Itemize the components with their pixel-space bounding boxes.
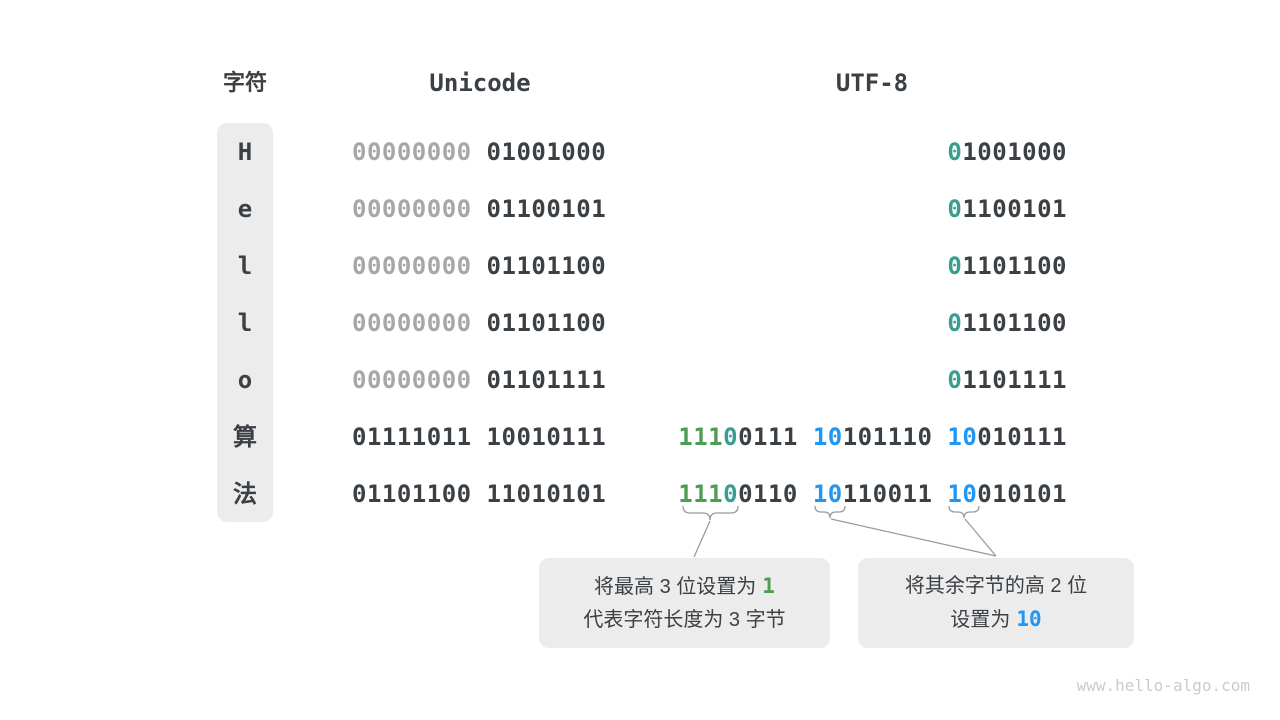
unicode-value: 01101100 11010101 <box>352 466 606 523</box>
character-column-background <box>217 123 273 522</box>
utf8-value: 01001000 <box>947 124 1067 181</box>
utf8-value: 01100101 <box>947 181 1067 238</box>
utf8-value: 11100111 10101110 10010111 <box>678 409 1067 466</box>
callout-text: 设置为 <box>950 608 1011 631</box>
utf8-bit-segment: 101110 <box>842 422 933 451</box>
utf8-bit-segment: 0 <box>947 137 963 166</box>
unicode-low-byte: 01100101 <box>486 194 607 223</box>
unicode-value: 00000000 01100101 <box>352 181 606 238</box>
utf8-bit-segment: 0110 <box>738 479 798 508</box>
character-cell: e <box>237 194 253 223</box>
utf8-bit-segment: 10 <box>947 479 978 508</box>
unicode-high-byte: 01101100 <box>352 479 472 508</box>
callout-line: 代表字符长度为 3 字节 <box>539 604 830 637</box>
callout-highlight-green: 1 <box>762 573 775 598</box>
utf8-bit-segment: 0 <box>723 479 739 508</box>
unicode-value: 00000000 01001000 <box>352 124 606 181</box>
column-header-character: 字符 <box>222 70 267 95</box>
unicode-value: 01111011 10010111 <box>352 409 606 466</box>
utf8-value: 11100110 10110011 10010101 <box>678 466 1067 523</box>
connector-line-byte3-to-callout-2 <box>964 518 997 557</box>
unicode-high-byte: 00000000 <box>352 137 472 166</box>
unicode-high-byte: 00000000 <box>352 251 472 280</box>
utf8-value: 01101111 <box>947 352 1067 409</box>
utf8-bit-segment: 0 <box>947 251 963 280</box>
utf8-bit-segment: 010101 <box>977 479 1067 508</box>
utf8-bit-segment: 0111 <box>738 422 798 451</box>
utf8-value: 01101100 <box>947 295 1067 352</box>
utf8-bit-segment: 1001000 <box>962 137 1067 166</box>
character-cell: l <box>237 251 253 280</box>
utf8-bit-segment: 1101100 <box>962 308 1067 337</box>
unicode-low-byte: 01101111 <box>486 365 607 394</box>
character-cell: 法 <box>233 479 257 508</box>
character-cell: l <box>237 308 253 337</box>
connector-line-byte2-to-callout-2 <box>830 518 997 557</box>
unicode-low-byte: 01101100 <box>486 251 607 280</box>
unicode-low-byte: 01101100 <box>486 308 607 337</box>
unicode-high-byte: 00000000 <box>352 365 472 394</box>
unicode-low-byte: 10010111 <box>486 422 607 451</box>
column-header-unicode: Unicode <box>429 69 531 97</box>
unicode-value: 00000000 01101111 <box>352 352 606 409</box>
utf8-bit-segment: 111 <box>678 422 724 451</box>
unicode-value: 00000000 01101100 <box>352 238 606 295</box>
utf8-value: 01101100 <box>947 238 1067 295</box>
unicode-low-byte: 01001000 <box>486 137 607 166</box>
character-cell: o <box>237 365 253 394</box>
unicode-value: 00000000 01101100 <box>352 295 606 352</box>
utf8-bit-segment: 10 <box>947 422 978 451</box>
utf8-bit-segment: 010111 <box>977 422 1067 451</box>
callout-text: 代表字符长度为 3 字节 <box>583 608 786 631</box>
utf8-bit-segment: 111 <box>678 479 724 508</box>
utf8-bit-segment: 110011 <box>842 479 933 508</box>
unicode-low-byte: 11010101 <box>486 479 607 508</box>
utf8-bit-segment: 0 <box>947 308 963 337</box>
utf8-bit-segment: 1100101 <box>962 194 1067 223</box>
callout-text: 将其余字节的高 2 位 <box>904 574 1088 597</box>
callout-line: 将其余字节的高 2 位 <box>858 570 1134 603</box>
connector-line-to-callout-1 <box>693 520 711 558</box>
utf8-bit-segment: 0 <box>723 422 739 451</box>
utf8-bit-segment: 1101111 <box>962 365 1067 394</box>
utf8-bit-segment: 10 <box>812 479 843 508</box>
unicode-high-byte: 00000000 <box>352 308 472 337</box>
utf8-bit-segment: 0 <box>947 365 963 394</box>
callout-highlight-blue: 10 <box>1016 606 1042 631</box>
utf8-bit-segment: 0 <box>947 194 963 223</box>
column-header-utf8: UTF-8 <box>835 69 909 97</box>
utf8-bit-segment: 1101100 <box>962 251 1067 280</box>
character-cell: H <box>237 137 253 166</box>
site-watermark: www.hello-algo.com <box>1076 676 1250 695</box>
utf8-bit-segment: 10 <box>812 422 843 451</box>
character-cell: 算 <box>233 422 257 451</box>
callout-text: 将最高 3 位设置为 <box>594 575 757 598</box>
unicode-high-byte: 00000000 <box>352 194 472 223</box>
unicode-high-byte: 01111011 <box>352 422 472 451</box>
